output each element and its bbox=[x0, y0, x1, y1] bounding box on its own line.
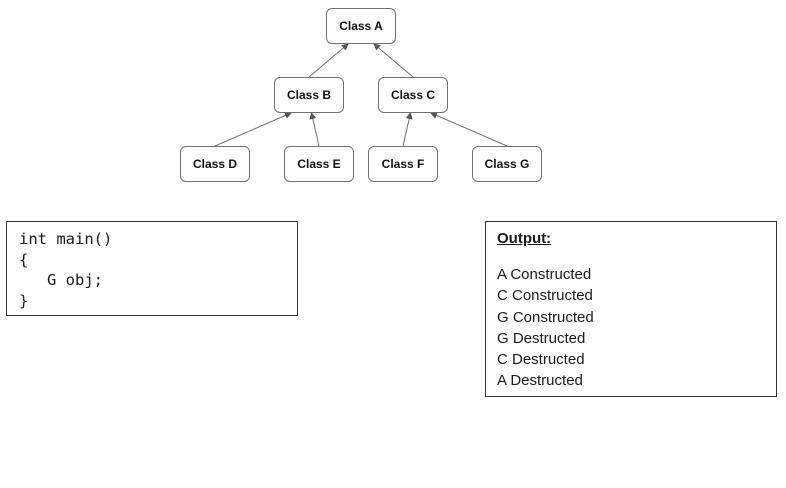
code-line: } bbox=[19, 291, 29, 310]
output-title: Output: bbox=[497, 230, 552, 247]
code-line: { bbox=[19, 250, 29, 269]
output-line: C Constructed bbox=[497, 287, 593, 305]
class-e-node: Class E bbox=[284, 146, 354, 182]
output-line: A Destructed bbox=[497, 372, 583, 390]
class-c-node: Class C bbox=[378, 77, 448, 113]
edge-g-to-c bbox=[430, 112, 508, 147]
code-line: G obj; bbox=[19, 271, 103, 289]
output-line: A Constructed bbox=[497, 266, 592, 283]
output-line: G Constructed bbox=[497, 308, 594, 326]
class-g-node: Class G bbox=[472, 146, 542, 182]
class-a-node: Class A bbox=[326, 8, 396, 44]
class-f-node: Class F bbox=[368, 146, 438, 182]
edge-f-to-c bbox=[402, 112, 413, 147]
output-line: G Destructed bbox=[497, 329, 586, 347]
edge-d-to-b bbox=[214, 112, 292, 147]
edge-c-to-a bbox=[373, 43, 414, 78]
code-line: int main() bbox=[19, 230, 113, 248]
edge-b-to-a bbox=[308, 43, 349, 78]
edge-e-to-b bbox=[309, 112, 320, 147]
code-box: int main() { G obj; } bbox=[6, 221, 298, 316]
class-d-node: Class D bbox=[180, 146, 250, 182]
output-box: Output: A Constructed C Constructed G Co… bbox=[485, 221, 777, 397]
output-line: C Destructed bbox=[497, 351, 585, 369]
class-b-node: Class B bbox=[274, 77, 344, 113]
